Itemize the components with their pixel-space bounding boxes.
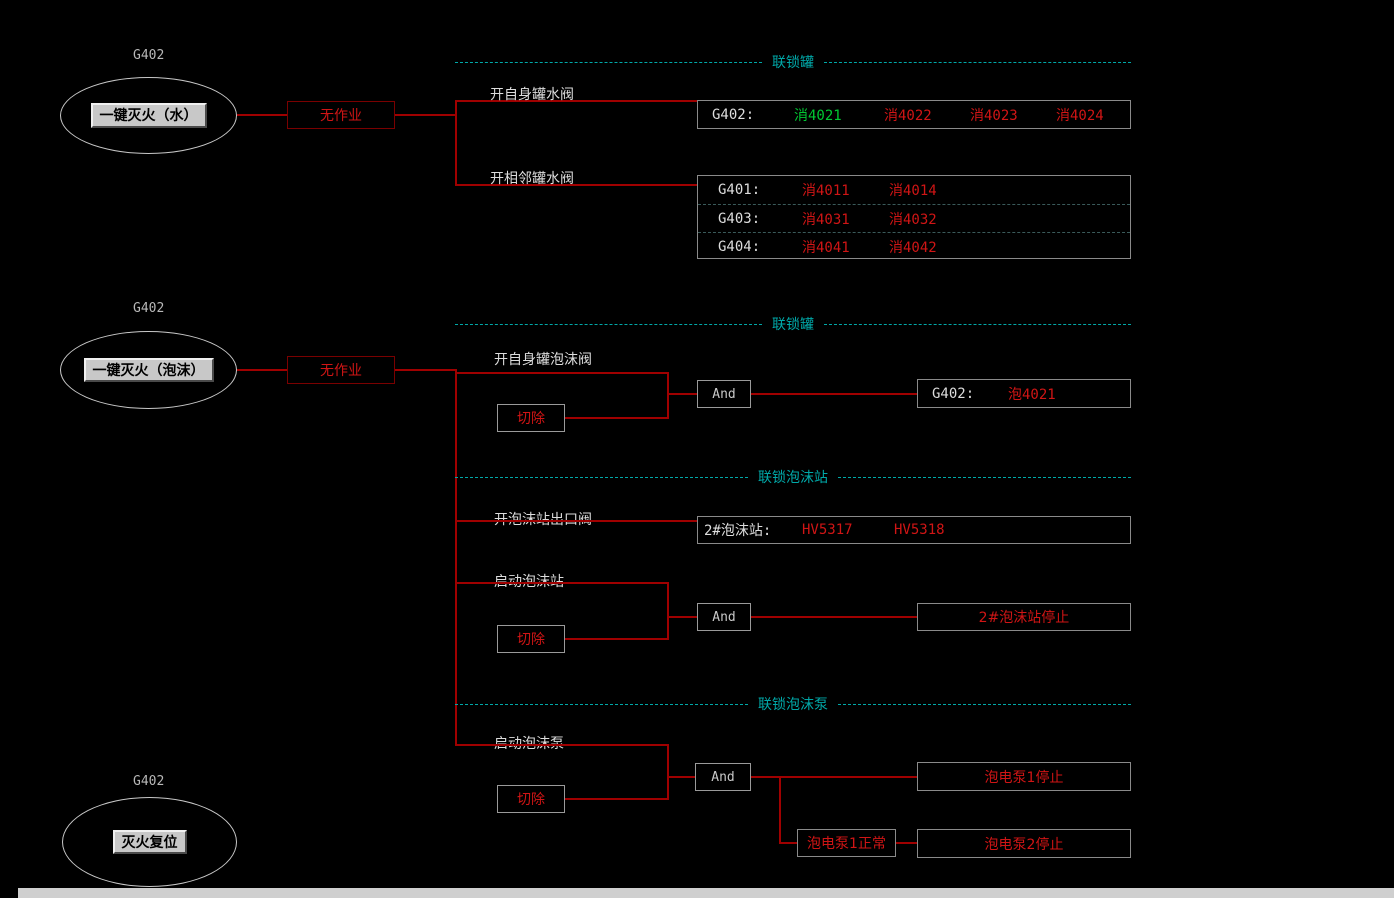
and-gate: And (697, 603, 751, 631)
valve-tag: 消4032 (889, 211, 937, 228)
branch-label-open-own-water-valves: 开自身罐水阀 (490, 87, 574, 103)
foam-command-ellipse: 一键灭火（泡沫） (60, 331, 237, 409)
valve-tag: 消4031 (802, 211, 850, 228)
valve-tag: 泡4021 (1008, 386, 1056, 403)
tank-label-reset: G402 (133, 774, 165, 789)
branch-label-open-adjacent-water-valves: 开相邻罐水阀 (490, 171, 574, 187)
one-key-extinguish-foam-button[interactable]: 一键灭火（泡沫） (83, 357, 214, 383)
connector-line (667, 372, 669, 419)
connector-line (455, 369, 457, 746)
section-header-label: 联锁泡沫泵 (758, 697, 828, 713)
foam-station-outlet-valves-box: 2#泡沫站: HV5317 HV5318 (697, 516, 1131, 544)
connector-line (395, 369, 455, 371)
branch-label-start-foam-pump: 启动泡沫泵 (494, 736, 564, 752)
table-row: G401: 消4011 消4014 (698, 176, 1130, 204)
connector-line (895, 842, 917, 844)
connector-line (237, 369, 287, 371)
section-header-label: 联锁罐 (772, 55, 814, 71)
dashed-line (455, 476, 748, 478)
foam-station-stopped-status: 2#泡沫站停止 (917, 603, 1131, 631)
branch-label-start-foam-station: 启动泡沫站 (494, 574, 564, 590)
foam-pump1-stopped-status: 泡电泵1停止 (917, 762, 1131, 791)
tank-label-foam: G402 (133, 301, 165, 316)
valve-tag: 消4014 (889, 183, 937, 199)
tank-prefix: G402: (932, 385, 975, 402)
connector-line (667, 776, 697, 778)
valve-tag: 消4011 (802, 183, 850, 199)
connector-line (779, 776, 781, 843)
valve-tag: 消4021 (794, 107, 842, 124)
section-header-label: 联锁泡沫站 (758, 470, 828, 486)
tank-prefix: G403: (718, 210, 761, 227)
connector-line (455, 520, 697, 522)
reset-command-ellipse: 灭火复位 (62, 797, 237, 887)
dashed-line (455, 61, 762, 63)
water-command-ellipse: 一键灭火（水） (60, 77, 237, 154)
valve-tag: 消4022 (884, 107, 932, 124)
section-header-interlock-foam-pump: 联锁泡沫泵 (455, 696, 1131, 713)
cutoff-toggle-own-foam[interactable]: 切除 (497, 404, 565, 432)
foam-pump2-stopped-status: 泡电泵2停止 (917, 829, 1131, 858)
connector-line (779, 842, 797, 844)
connector-line (565, 798, 669, 800)
table-row: G404: 消4041 消4042 (698, 232, 1130, 260)
one-key-extinguish-water-button[interactable]: 一键灭火（水） (90, 103, 207, 128)
dashed-line (838, 703, 1131, 705)
cutoff-toggle-foam-station[interactable]: 切除 (497, 625, 565, 653)
own-tank-water-valves-box: G402: 消4021 消4022 消4023 消4024 (697, 100, 1131, 129)
connector-line (751, 616, 917, 618)
adjacent-tanks-water-valves-box: G401: 消4011 消4014 G403: 消4031 消4032 G404… (697, 175, 1131, 259)
valve-tag: 消4023 (970, 107, 1018, 124)
station-prefix: 2#泡沫站: (704, 523, 772, 539)
valve-tag: 消4042 (889, 239, 937, 256)
connector-line (667, 616, 697, 618)
section-header-interlock-tank-foam: 联锁罐 (455, 316, 1131, 333)
dashed-line (455, 323, 762, 325)
tank-prefix: G402: (712, 106, 755, 123)
connector-line (565, 417, 669, 419)
branch-label-open-station-outlet-valve: 开泡沫站出口阀 (494, 512, 592, 528)
branch-label-open-own-foam-valve: 开自身罐泡沫阀 (494, 352, 592, 368)
foam-no-job-status: 无作业 (287, 356, 395, 384)
connector-line (455, 184, 697, 186)
connector-line (455, 744, 668, 746)
section-header-interlock-tank-water: 联锁罐 (455, 54, 1131, 71)
valve-tag: 消4024 (1056, 107, 1104, 124)
bottom-strip (18, 888, 1394, 898)
tank-label-water: G402 (133, 48, 165, 63)
section-header-interlock-foam-station: 联锁泡沫站 (455, 469, 1131, 486)
dashed-line (455, 703, 748, 705)
and-gate: And (697, 380, 751, 408)
section-header-label: 联锁罐 (772, 317, 814, 333)
water-no-job-status: 无作业 (287, 101, 395, 129)
connector-line (455, 372, 668, 374)
connector-line (667, 582, 669, 640)
connector-line (395, 114, 455, 116)
dashed-line (838, 476, 1131, 478)
connector-line (565, 638, 669, 640)
dashed-line (824, 61, 1131, 63)
own-tank-foam-valve-box: G402: 泡4021 (917, 379, 1131, 408)
dashed-line (824, 323, 1131, 325)
connector-line (237, 114, 287, 116)
connector-line (455, 100, 457, 186)
and-gate: And (695, 763, 751, 791)
tank-prefix: G404: (718, 238, 761, 255)
connector-line (751, 776, 917, 778)
connector-line (455, 582, 668, 584)
valve-tag: HV5317 (802, 522, 853, 538)
valve-tag: HV5318 (894, 522, 945, 538)
extinguish-reset-button[interactable]: 灭火复位 (112, 829, 187, 855)
connector-line (667, 393, 697, 395)
table-row: G403: 消4031 消4032 (698, 204, 1130, 232)
foam-pump1-normal-status: 泡电泵1正常 (797, 829, 896, 857)
connector-line (751, 393, 917, 395)
tank-prefix: G401: (718, 182, 761, 198)
connector-line (667, 744, 669, 800)
connector-line (455, 100, 697, 102)
valve-tag: 消4041 (802, 239, 850, 256)
cutoff-toggle-foam-pump[interactable]: 切除 (497, 785, 565, 813)
